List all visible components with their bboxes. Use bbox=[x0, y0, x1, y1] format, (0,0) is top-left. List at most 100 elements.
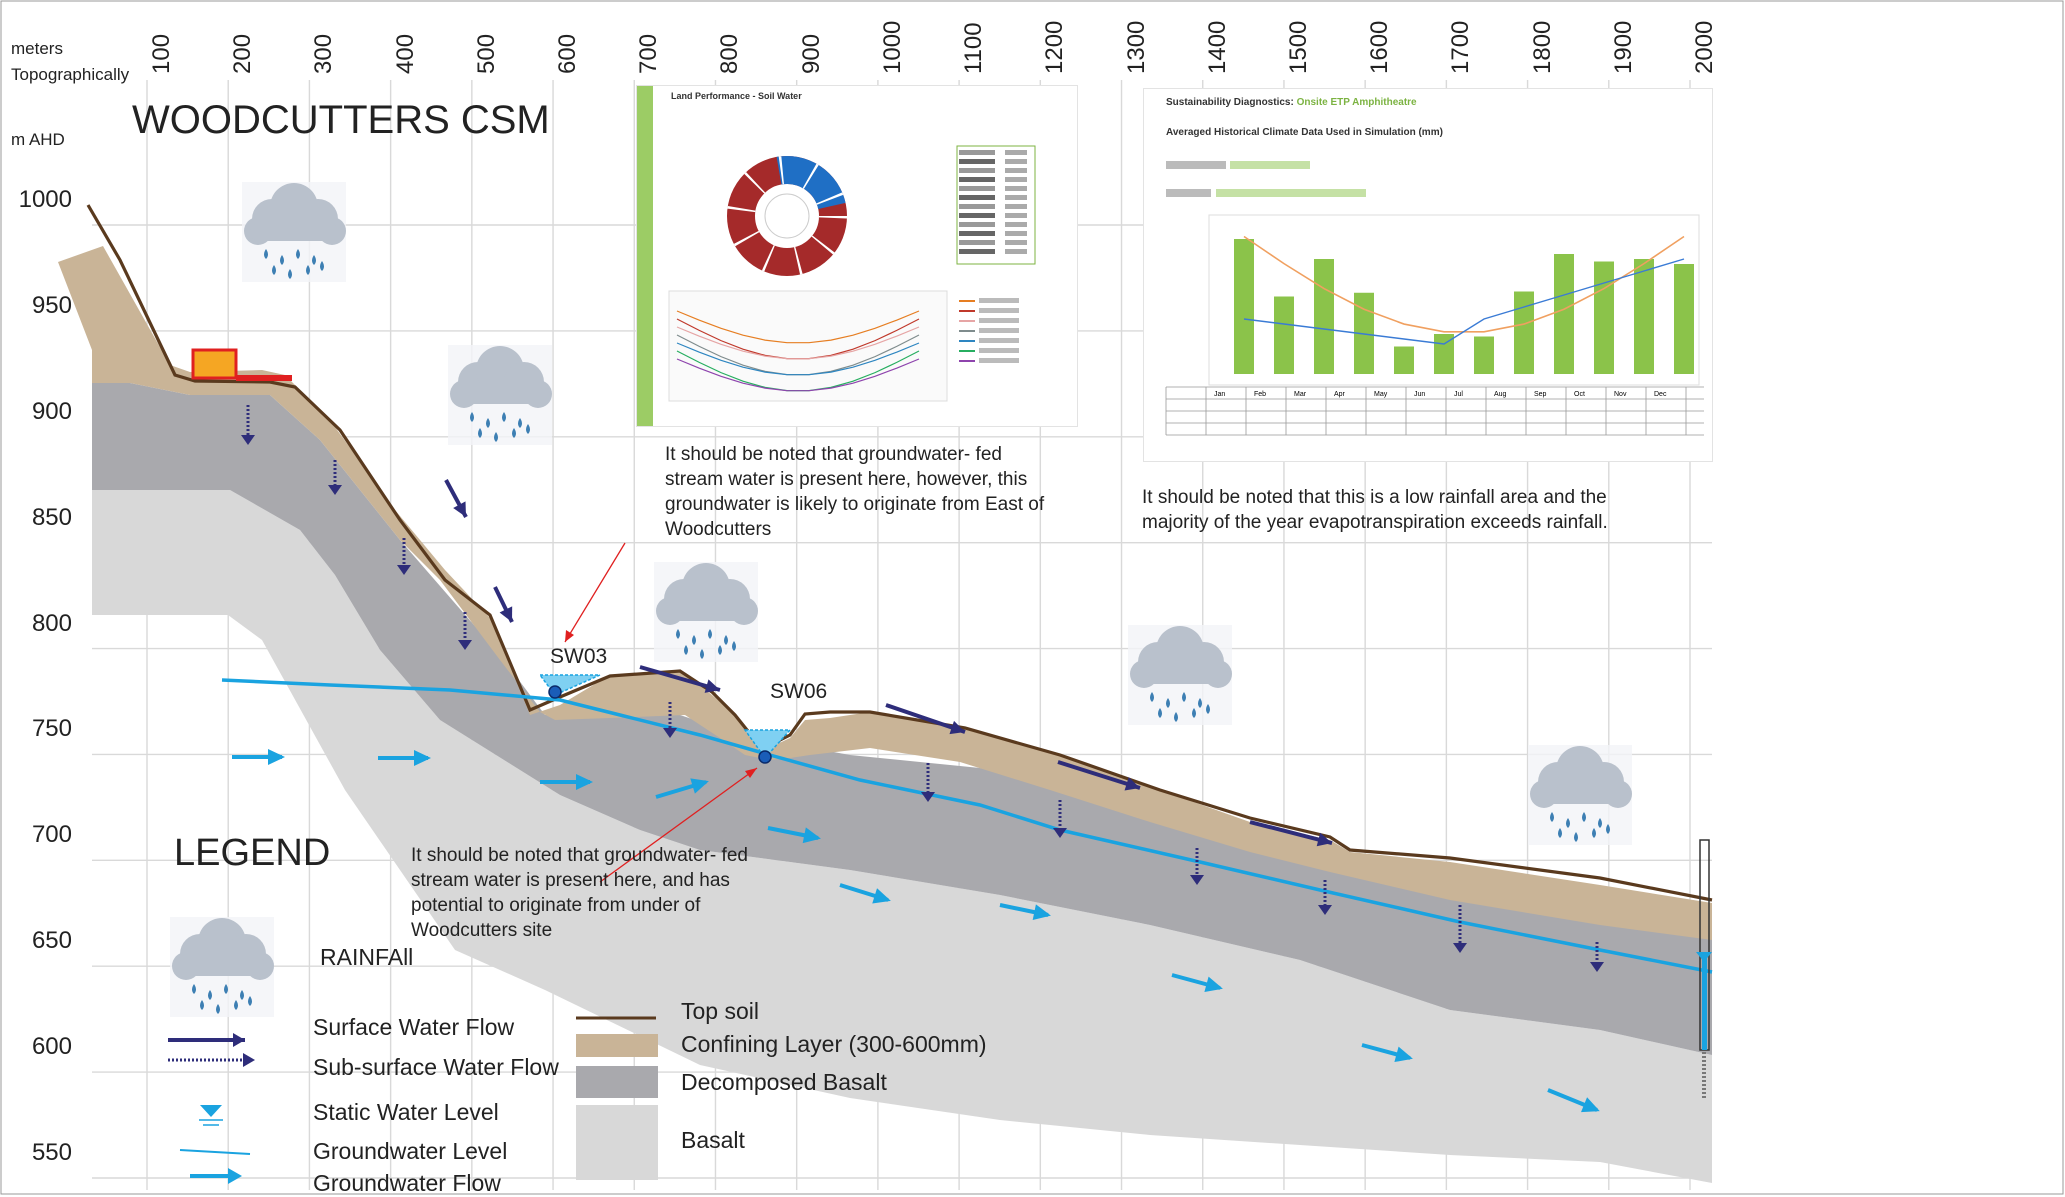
y-tick-label: 650 bbox=[31, 927, 72, 955]
note-rainfall: It should be noted that this is a low ra… bbox=[1142, 487, 1608, 533]
climate-month-label: Nov bbox=[1614, 391, 1627, 398]
site-building-base bbox=[236, 375, 292, 381]
subsurface-flow-arrow bbox=[663, 702, 677, 738]
legend-surface-flow: Surface Water Flow bbox=[313, 1014, 515, 1040]
sw03-label: SW03 bbox=[550, 645, 608, 668]
climate-month-label: Jun bbox=[1414, 391, 1425, 398]
climate-month-label: May bbox=[1374, 391, 1388, 398]
sw06-point bbox=[758, 750, 772, 764]
groundwater-flow-arrow bbox=[232, 749, 285, 765]
x-tick-label: 1200 bbox=[1041, 20, 1069, 74]
subsurface-flow-arrow bbox=[1453, 905, 1467, 953]
subsurface-flow-arrow bbox=[921, 763, 935, 802]
climate-bar bbox=[1234, 239, 1254, 374]
sw06-pool bbox=[743, 729, 792, 760]
x-tick-label: 500 bbox=[472, 33, 500, 74]
groundwater-flow-arrow bbox=[1361, 1043, 1413, 1063]
surface-flow-arrow bbox=[444, 479, 468, 518]
site-building bbox=[191, 348, 238, 380]
y-tick-label: 900 bbox=[31, 397, 72, 425]
subsurface-flow-arrow bbox=[1190, 848, 1204, 885]
subsurface-flow-arrow bbox=[1318, 880, 1332, 915]
inset-side-band bbox=[637, 86, 653, 426]
x-tick-label: 1900 bbox=[1609, 20, 1637, 74]
x-tick-label: 1700 bbox=[1447, 20, 1475, 74]
subsurface-flow-arrow bbox=[458, 612, 472, 650]
x-tick-label: 1000 bbox=[878, 20, 906, 74]
x-tick-label: 300 bbox=[310, 33, 338, 74]
climate-bar bbox=[1554, 254, 1574, 374]
climate-month-label: Dec bbox=[1654, 391, 1667, 398]
groundwater-flow-arrow bbox=[1547, 1088, 1600, 1113]
surface-flow-arrow bbox=[1057, 760, 1141, 791]
x-tick-label: 100 bbox=[148, 33, 175, 74]
subsurface-flow-arrows bbox=[241, 405, 1604, 972]
x-axis-units: meters bbox=[11, 39, 63, 58]
rain-cloud-icon bbox=[242, 182, 346, 282]
legend-gw-level: Groundwater Level bbox=[313, 1138, 508, 1164]
legend-rainfall: RAINFAll bbox=[320, 944, 414, 970]
groundwater-flow-arrows bbox=[232, 749, 1600, 1113]
climate-month-label: Apr bbox=[1334, 391, 1346, 398]
note-sw06: It should be noted that groundwater- fed… bbox=[411, 845, 748, 941]
sw06-callout-arrowhead bbox=[745, 768, 757, 778]
inset-left-header: Land Performance - Soil Water bbox=[671, 91, 802, 101]
legend-top-soil: Top soil bbox=[681, 998, 759, 1024]
y-tick-label: 750 bbox=[31, 715, 72, 743]
sw06-callout-line bbox=[599, 767, 758, 883]
climate-bar bbox=[1674, 264, 1694, 374]
groundwater-flow-arrow bbox=[999, 903, 1051, 920]
y-axis-units: m AHD bbox=[11, 130, 65, 149]
climate-month-label: Mar bbox=[1294, 391, 1307, 398]
inset-soil-water-panel: Land Performance - Soil Water bbox=[636, 85, 1078, 427]
groundwater-flow-arrow bbox=[767, 826, 821, 844]
legend-title: LEGEND bbox=[174, 832, 331, 874]
sw03-callout-arrowhead bbox=[565, 630, 574, 642]
basalt-layer bbox=[92, 490, 1712, 1183]
climate-month-label: Oct bbox=[1574, 391, 1585, 398]
groundwater-flow-arrow bbox=[839, 883, 891, 904]
inset-right-subheader: Averaged Historical Climate Data Used in… bbox=[1166, 127, 1443, 138]
x-tick-label: 1500 bbox=[1284, 20, 1312, 74]
inset-left-graphics bbox=[668, 145, 1036, 402]
inset-right-header: Sustainability Diagnostics: Onsite ETP A… bbox=[1166, 97, 1417, 108]
climate-bar bbox=[1634, 259, 1654, 374]
climate-month-label: Aug bbox=[1494, 391, 1507, 398]
surface-flow-arrow bbox=[639, 665, 721, 693]
x-tick-label: 1600 bbox=[1366, 20, 1394, 74]
rain-cloud-icon bbox=[1528, 745, 1632, 845]
legend-confining: Confining Layer (300-600mm) bbox=[681, 1031, 987, 1057]
climate-month-label: Sep bbox=[1534, 391, 1547, 398]
y-tick-label: 1000 bbox=[18, 186, 72, 213]
x-tick-label: 900 bbox=[797, 33, 825, 74]
legend-graphics bbox=[168, 1016, 658, 1184]
legend-rain-cloud-icon bbox=[170, 917, 274, 1017]
legend-subsurface-flow: Sub-surface Water Flow bbox=[313, 1054, 559, 1080]
x-tick-label: 200 bbox=[229, 33, 257, 74]
legend-static-level: Static Water Level bbox=[313, 1099, 499, 1125]
groundwater-level-line bbox=[221, 678, 1713, 974]
x-tick-label: 1800 bbox=[1528, 20, 1556, 74]
x-tick-label: 600 bbox=[554, 33, 582, 74]
y-tick-label: 550 bbox=[31, 1139, 72, 1166]
sw06-label: SW06 bbox=[770, 680, 828, 703]
legend-basalt: Basalt bbox=[681, 1127, 745, 1153]
x-axis-caption: Topographically bbox=[11, 65, 130, 84]
legend-gw-flow: Groundwater Flow bbox=[313, 1170, 501, 1196]
topsoil-line bbox=[86, 204, 1713, 902]
climate-bar bbox=[1474, 336, 1494, 374]
y-tick-label: 600 bbox=[31, 1033, 72, 1061]
inset-climate-panel: Sustainability Diagnostics: Onsite ETP A… bbox=[1143, 88, 1713, 462]
x-tick-label: 800 bbox=[716, 33, 744, 74]
sw03-callout-line bbox=[564, 542, 626, 643]
x-tick-label: 1100 bbox=[960, 22, 988, 74]
rain-cloud-icon bbox=[654, 562, 758, 662]
rain-cloud-icon bbox=[448, 345, 552, 445]
y-tick-label: 800 bbox=[31, 609, 72, 637]
climate-bar bbox=[1274, 296, 1294, 374]
x-tick-label: 1300 bbox=[1122, 20, 1150, 74]
groundwater-flow-arrow bbox=[655, 778, 709, 799]
rain-cloud-icon bbox=[1128, 625, 1232, 725]
